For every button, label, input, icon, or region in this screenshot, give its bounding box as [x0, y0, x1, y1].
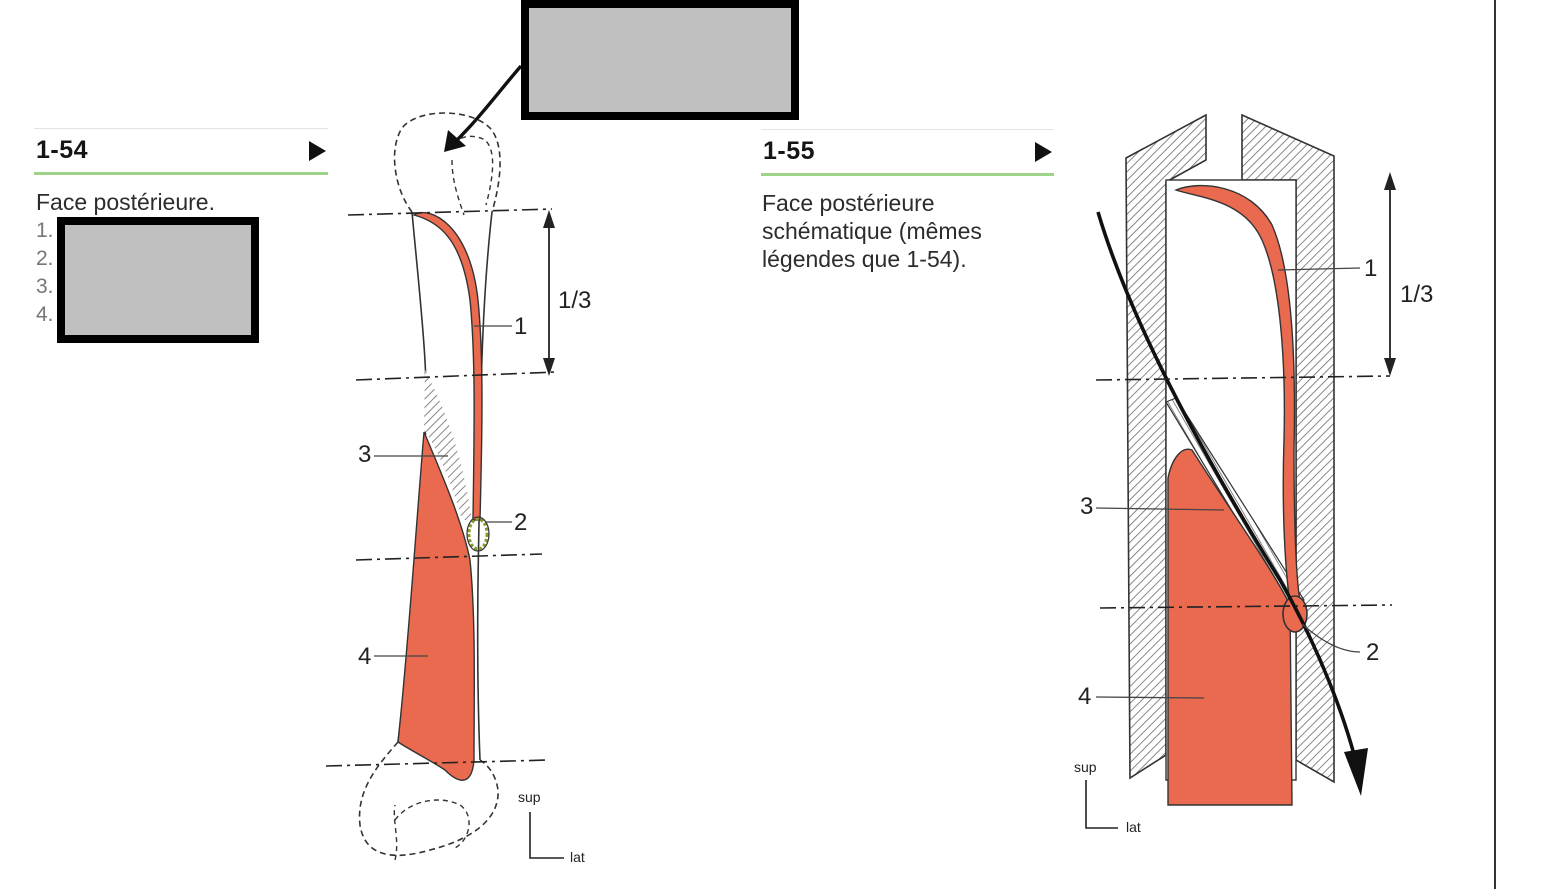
- upper-epiphysis-inner2: [451, 159, 465, 216]
- caption-line: Face postérieure.: [36, 189, 215, 215]
- curved-arrow: [1096, 211, 1360, 771]
- fig-1-55-header: 1-55: [761, 129, 1054, 177]
- header-top-rule: [34, 128, 328, 129]
- axis-lat-label: lat: [570, 849, 585, 865]
- callout-leader: [1301, 623, 1361, 653]
- fig-1-54-header: 1-54: [34, 128, 328, 176]
- header-green-rule: [34, 172, 328, 175]
- fig-1-55-schematic-drawing: 1/3 1 2 3 4 sup lat: [1074, 113, 1433, 835]
- level-line: [355, 553, 543, 561]
- callout-3: 3: [1080, 493, 1093, 520]
- callout-4: 4: [358, 643, 371, 670]
- level-line: [1099, 604, 1393, 609]
- dimension-arrowhead-up: [1384, 172, 1396, 190]
- callout-leader: [1095, 507, 1225, 511]
- callout-2: 2: [514, 509, 527, 536]
- callout-leader: [1095, 696, 1205, 699]
- callout-1: 1: [514, 313, 527, 340]
- play-arrow-icon: [309, 141, 326, 161]
- callout-leader: [1277, 267, 1361, 271]
- level-line: [1095, 375, 1391, 381]
- ring-2: [467, 517, 489, 551]
- legend-item-number: 2.: [36, 247, 54, 270]
- callout-2: 2: [1366, 639, 1379, 666]
- orientation-axes: [529, 812, 564, 859]
- caption-line: légendes que 1-54).: [762, 246, 967, 272]
- dimension-arrowhead-up: [543, 210, 555, 228]
- redaction-box-legend: [57, 217, 259, 343]
- level-line: [355, 371, 557, 381]
- callout-1: 1: [1364, 255, 1377, 282]
- caption-line: schématique (mêmes: [762, 218, 982, 244]
- muscle-strip-1: [412, 211, 483, 521]
- orientation-axes: [1085, 780, 1118, 829]
- pointer-arrowhead: [444, 130, 466, 152]
- dimension-arrowhead-down: [543, 358, 555, 376]
- legend-item-number: 4.: [36, 303, 54, 326]
- muscle-region-4: [1167, 448, 1293, 806]
- callout-3: 3: [358, 441, 371, 468]
- level-line: [347, 208, 553, 216]
- fraction-label: 1/3: [1400, 281, 1433, 308]
- fig-1-55-caption: Face postérieure schématique (mêmes lége…: [762, 189, 982, 273]
- curved-arrowhead: [1344, 748, 1368, 796]
- fraction-label: 1/3: [558, 287, 591, 314]
- page-border: [1494, 0, 1496, 889]
- legend-item-number: 1.: [36, 219, 54, 242]
- axis-lat-label: lat: [1126, 819, 1141, 835]
- play-arrow-icon: [1035, 142, 1052, 162]
- pointer-arrow: [450, 64, 523, 147]
- upper-epiphysis-outline: [393, 112, 501, 213]
- figure-number: 1-55: [763, 137, 816, 165]
- redaction-box-top: [521, 0, 799, 120]
- lower-epiphysis-inner: [393, 799, 470, 861]
- ring-2-outline: [466, 516, 490, 552]
- caption-line: Face postérieure: [762, 190, 935, 216]
- header-green-rule: [761, 173, 1054, 176]
- lower-epiphysis-outline: [358, 741, 499, 857]
- axis-sup-label: sup: [518, 789, 541, 805]
- dimension-arrowhead-down: [1384, 358, 1396, 376]
- fig-1-54-caption: Face postérieure.: [36, 188, 215, 216]
- header-top-rule: [761, 129, 1054, 130]
- fig-1-54-bone-drawing: 1/3 1 2 3 4 sup lat: [325, 64, 591, 865]
- callout-4: 4: [1078, 683, 1091, 710]
- axis-sup-label: sup: [1074, 759, 1097, 775]
- muscle-region-4: [397, 431, 476, 781]
- hatched-area: [424, 370, 472, 520]
- level-line: [325, 759, 549, 767]
- legend-item-number: 3.: [36, 275, 54, 298]
- fig-1-54-legend-list: 1. 2. 3. 4.: [36, 217, 54, 329]
- figure-number: 1-54: [36, 136, 89, 164]
